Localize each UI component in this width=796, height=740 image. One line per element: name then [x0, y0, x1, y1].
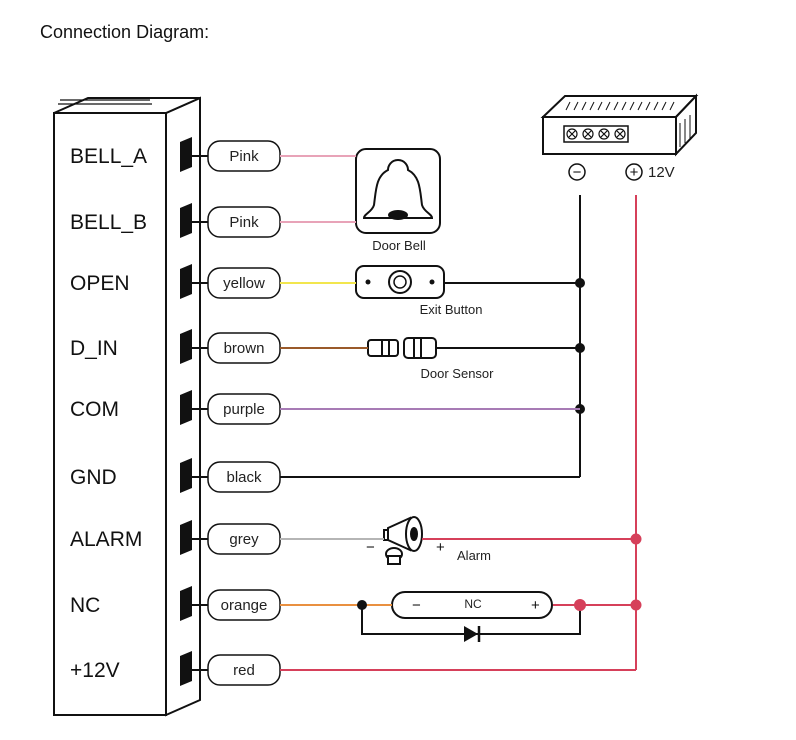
exit-button-icon	[355, 265, 445, 299]
lock-label: NC	[464, 597, 482, 611]
terminal-label: GND	[70, 466, 117, 489]
terminal-row-alarm: ALARM grey	[70, 520, 281, 555]
terminal-row-12v: +12V red	[70, 651, 281, 686]
terminal-row-d-in: D_IN brown	[70, 329, 281, 364]
terminal-screw-icon	[180, 586, 192, 621]
wire-color-label: purple	[223, 401, 265, 418]
terminal-label: NC	[70, 594, 100, 617]
door-bell-label: Door Bell	[372, 238, 426, 253]
door-bell-icon	[355, 148, 441, 234]
wire-color-label: Pink	[229, 214, 259, 231]
terminal-label: BELL_A	[70, 145, 147, 168]
terminal-label: OPEN	[70, 272, 130, 295]
terminal-label: +12V	[70, 659, 120, 682]
terminal-row-bell-b: BELL_B Pink	[70, 203, 281, 238]
wire-color-label: brown	[224, 340, 265, 357]
lock-minus-sign: −	[412, 597, 421, 614]
wire-color-label: Pink	[229, 148, 259, 165]
power-minus-sign: −	[573, 164, 582, 181]
positive-bus	[280, 195, 642, 671]
wire-color-label: yellow	[223, 275, 265, 292]
terminal-label: BELL_B	[70, 211, 147, 234]
lock-junction-dot	[357, 600, 367, 610]
terminal-row-gnd: GND black	[70, 458, 281, 493]
power-voltage-label: 12V	[648, 164, 675, 181]
alarm-label: Alarm	[457, 548, 491, 563]
terminal-screw-icon	[180, 203, 192, 238]
terminal-screw-icon	[180, 458, 192, 493]
terminal-label: D_IN	[70, 337, 118, 360]
power-supply-icon	[540, 93, 699, 181]
terminal-label: COM	[70, 398, 119, 421]
alarm-siren-icon	[383, 516, 423, 565]
alarm-minus-sign: −	[366, 539, 375, 556]
terminal-screw-icon	[180, 651, 192, 686]
exit-button-label: Exit Button	[420, 302, 483, 317]
terminal-screw-icon	[180, 329, 192, 364]
diagram-title: Connection Diagram:	[40, 22, 209, 42]
wire-color-label: red	[233, 662, 255, 679]
door-sensor-label: Door Sensor	[421, 366, 495, 381]
power-plus-sign: +	[630, 164, 639, 181]
alarm-plus-sign: +	[436, 539, 445, 556]
wire-color-label: grey	[229, 531, 259, 548]
terminal-row-com: COM purple	[70, 390, 281, 425]
signal-wires	[280, 155, 580, 606]
terminal-screw-icon	[180, 520, 192, 555]
terminal-row-nc: NC orange	[70, 586, 281, 621]
lock-plus-sign: +	[531, 597, 540, 614]
terminal-screw-icon	[180, 390, 192, 425]
terminal-row-bell-a: BELL_A Pink	[70, 137, 281, 172]
terminal-label: ALARM	[70, 528, 142, 551]
negative-bus	[280, 195, 585, 478]
terminal-screw-icon	[180, 137, 192, 172]
wire-color-label: orange	[221, 597, 268, 614]
terminal-screw-icon	[180, 264, 192, 299]
door-sensor-icon	[367, 337, 437, 359]
terminal-row-open: OPEN yellow	[70, 264, 281, 299]
wire-color-label: black	[226, 469, 262, 486]
diode-icon	[464, 626, 481, 642]
